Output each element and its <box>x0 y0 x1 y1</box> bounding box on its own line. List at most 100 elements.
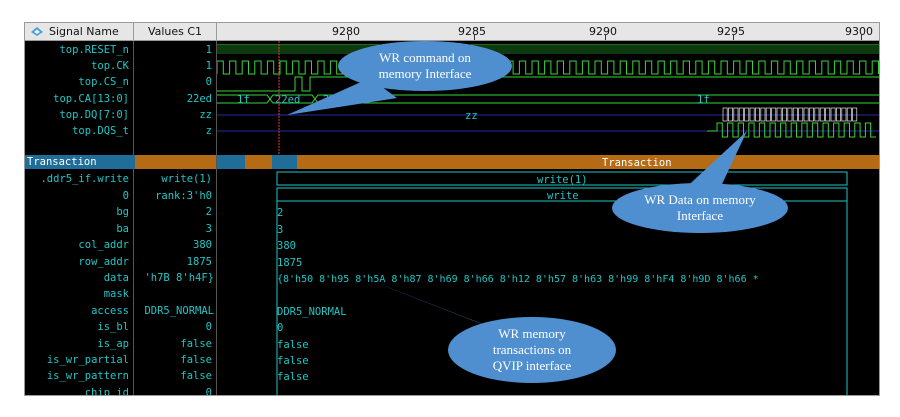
dq-value: zz <box>465 110 478 122</box>
signal-name[interactable]: 0 <box>122 190 129 202</box>
dq-data-beat <box>744 107 750 122</box>
dq-data-beat <box>771 107 777 122</box>
values-column: 1 1 0 22ed zz z write(1) rank:3'h0 2 3 3… <box>134 41 217 395</box>
signal-name[interactable]: access <box>91 305 129 317</box>
tick-label: 9285 <box>458 25 486 38</box>
signal-name-label: Signal Name <box>49 25 119 38</box>
signal-name[interactable]: mask <box>103 288 129 300</box>
write-bar <box>276 171 848 186</box>
signal-value: 'h7B 8'h4F} <box>144 272 214 284</box>
dq-data-beat <box>792 107 798 122</box>
signal-value: 1875 <box>186 256 212 268</box>
signal-value: false <box>180 354 212 366</box>
signal-name[interactable]: bg <box>116 206 129 218</box>
dq-data-beat <box>852 107 858 122</box>
signal-tree-icon[interactable] <box>30 26 44 37</box>
signal-name[interactable]: is_bl <box>97 321 129 333</box>
values-label: Values C1 <box>147 25 203 38</box>
is-ap-value: false <box>277 339 309 351</box>
signal-name[interactable]: top.CK <box>91 60 129 72</box>
signal-value: zz <box>199 109 212 121</box>
dq-data-beat <box>787 107 793 122</box>
signal-name[interactable]: top.CA[13:0] <box>53 93 129 105</box>
dq-data-beat <box>765 107 771 122</box>
transaction-group-label[interactable]: Transaction <box>25 155 135 169</box>
dq-data-beat <box>830 107 836 122</box>
signal-value: rank:3'h0 <box>155 190 212 202</box>
tick-label: 9300 <box>845 25 873 38</box>
signal-name[interactable]: col_addr <box>78 239 129 251</box>
tick-mark <box>474 34 475 40</box>
signal-name-header[interactable]: Signal Name <box>25 23 134 41</box>
waveform-area[interactable]: 1f 22ed 2* 1f zz Transaction write(1) wr… <box>217 41 879 395</box>
signal-name[interactable]: is_wr_pattern <box>46 370 129 382</box>
timeline-ruler[interactable]: 9280 9285 9290 9295 9300 <box>217 23 879 41</box>
signal-name[interactable]: data <box>103 272 129 284</box>
tick-label: 9290 <box>589 25 617 38</box>
signal-name[interactable]: top.DQS_t <box>72 125 129 137</box>
transaction-label: Transaction <box>602 157 672 169</box>
signal-name[interactable]: top.DQ[7:0] <box>59 109 129 121</box>
signal-value: 1 <box>205 44 212 56</box>
signal-name[interactable]: is_ap <box>97 338 129 350</box>
signal-value: 22ed <box>186 93 212 105</box>
is-wr-pattern-value: false <box>277 371 309 383</box>
tick-mark <box>348 34 349 40</box>
dq-data-beat <box>728 107 733 122</box>
signal-name[interactable]: row_addr <box>78 256 129 268</box>
signal-value: 2 <box>205 206 212 218</box>
dq-data-beat <box>814 107 820 122</box>
clock-wave <box>217 60 879 75</box>
write-sub-label: write <box>547 190 579 202</box>
signal-value: 0 <box>205 76 212 88</box>
signal-name[interactable]: top.RESET_n <box>59 44 129 56</box>
tick-label: 9280 <box>332 25 360 38</box>
signal-value: 0 <box>205 321 212 333</box>
signal-value: 0 <box>205 387 212 396</box>
data-value: {8'h50 8'h95 8'h5A 8'h87 8'h69 8'h66 8'h… <box>277 274 759 285</box>
reset-n-wave <box>217 44 879 54</box>
dq-data-beat <box>825 107 831 122</box>
ba-value: 3 <box>277 224 283 236</box>
dq-data-beat <box>760 107 766 122</box>
dq-data-beat <box>749 107 755 122</box>
signal-value: z <box>205 125 212 137</box>
dq-data-beat <box>755 107 760 122</box>
dq-data-beat <box>803 107 809 122</box>
signal-name[interactable]: chip_id <box>84 387 129 396</box>
write-sub-bar <box>276 187 848 202</box>
wr-memory-callout: WR memory transactions on QVIP interface <box>448 317 616 383</box>
is-bl-value: 0 <box>277 322 283 334</box>
signal-name[interactable]: ba <box>116 223 129 235</box>
signal-name[interactable]: top.CS_n <box>78 76 129 88</box>
transaction-segment <box>272 155 297 169</box>
ca-value-rest: 1f <box>697 94 710 106</box>
transaction-segment <box>217 155 245 169</box>
dq-data-beat <box>722 107 728 122</box>
dqs-strobe-burst <box>707 122 876 138</box>
callout-pointers <box>287 78 747 335</box>
dq-data-beat <box>798 107 804 122</box>
signal-name[interactable]: is_wr_partial <box>46 354 129 366</box>
cs-n-wave <box>217 76 879 92</box>
tick-label: 9295 <box>717 25 745 38</box>
signal-value: write(1) <box>161 173 212 185</box>
dq-data-beat <box>733 107 739 122</box>
signal-name-column: top.RESET_n top.CK top.CS_n top.CA[13:0]… <box>25 41 135 396</box>
tick-mark <box>861 34 862 40</box>
waveform-window: Signal Name Values C1 9280 9285 9290 929… <box>24 22 880 396</box>
dq-data-beat <box>738 107 744 122</box>
signal-value: false <box>180 370 212 382</box>
signal-name[interactable]: .ddr5_if.write <box>40 173 129 185</box>
ca-value-22ed: 22ed <box>275 94 300 106</box>
signal-value: false <box>180 338 212 350</box>
wr-memory-text: WR memory transactions on QVIP interface <box>492 326 572 373</box>
wr-data-callout: WR Data on memory Interface <box>612 183 788 233</box>
dq-data-burst <box>722 107 858 122</box>
dq-data-beat <box>809 107 814 122</box>
is-wr-partial-value: false <box>277 355 309 367</box>
dqs-toggle <box>707 122 876 138</box>
signal-value: DDR5_NORMAL <box>144 305 214 317</box>
row-addr-value: 1875 <box>277 257 302 269</box>
values-header[interactable]: Values C1 <box>134 23 217 41</box>
